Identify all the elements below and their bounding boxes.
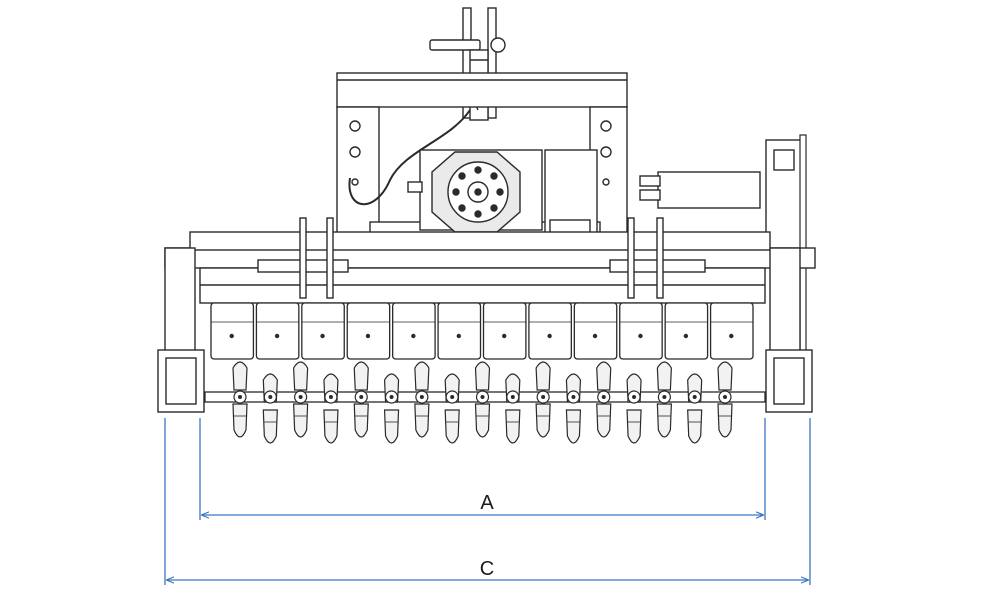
rotor-tooth [717, 361, 733, 438]
hood-plate [301, 302, 345, 360]
dimension-lines [164, 418, 811, 585]
rotor-tooth [535, 361, 551, 438]
hood-plate [437, 302, 482, 360]
hood-plate [709, 302, 754, 360]
hood-plate [573, 302, 618, 360]
dimension-label-c: C [480, 558, 494, 580]
dimension-label-a: A [480, 492, 494, 514]
rotor-tooth [293, 361, 309, 438]
rotor-tooth [323, 373, 339, 444]
rotor-tooth [596, 361, 612, 438]
hood-plate [346, 302, 391, 360]
hood-plate [255, 302, 300, 360]
rotor-tooth [414, 361, 430, 438]
hood-uprights [299, 217, 664, 299]
gearbox [407, 149, 598, 243]
side-guards [157, 349, 813, 413]
hood-plate [392, 302, 436, 360]
hood-plate [619, 302, 663, 360]
rotor-tooth [262, 373, 278, 444]
hydraulic-hose [348, 109, 471, 206]
rotor-tooth [505, 373, 521, 444]
rotor-tooth [565, 373, 582, 444]
hood-plate [528, 302, 572, 360]
rotor-tooth [232, 361, 248, 438]
hood-plate [664, 302, 709, 360]
rotor-tooth [626, 373, 642, 444]
rotor-tooth [353, 361, 369, 438]
hood-plates [210, 302, 754, 360]
hood-plate [482, 302, 527, 360]
rotor-teeth [232, 361, 733, 444]
hood-plate [210, 302, 255, 360]
rotor-tooth [656, 361, 672, 438]
rotor-tooth [474, 361, 491, 438]
rotor-tooth [444, 373, 460, 444]
side-drive [639, 139, 803, 251]
rotor-tooth [687, 373, 703, 444]
rotor-tooth [383, 373, 400, 444]
